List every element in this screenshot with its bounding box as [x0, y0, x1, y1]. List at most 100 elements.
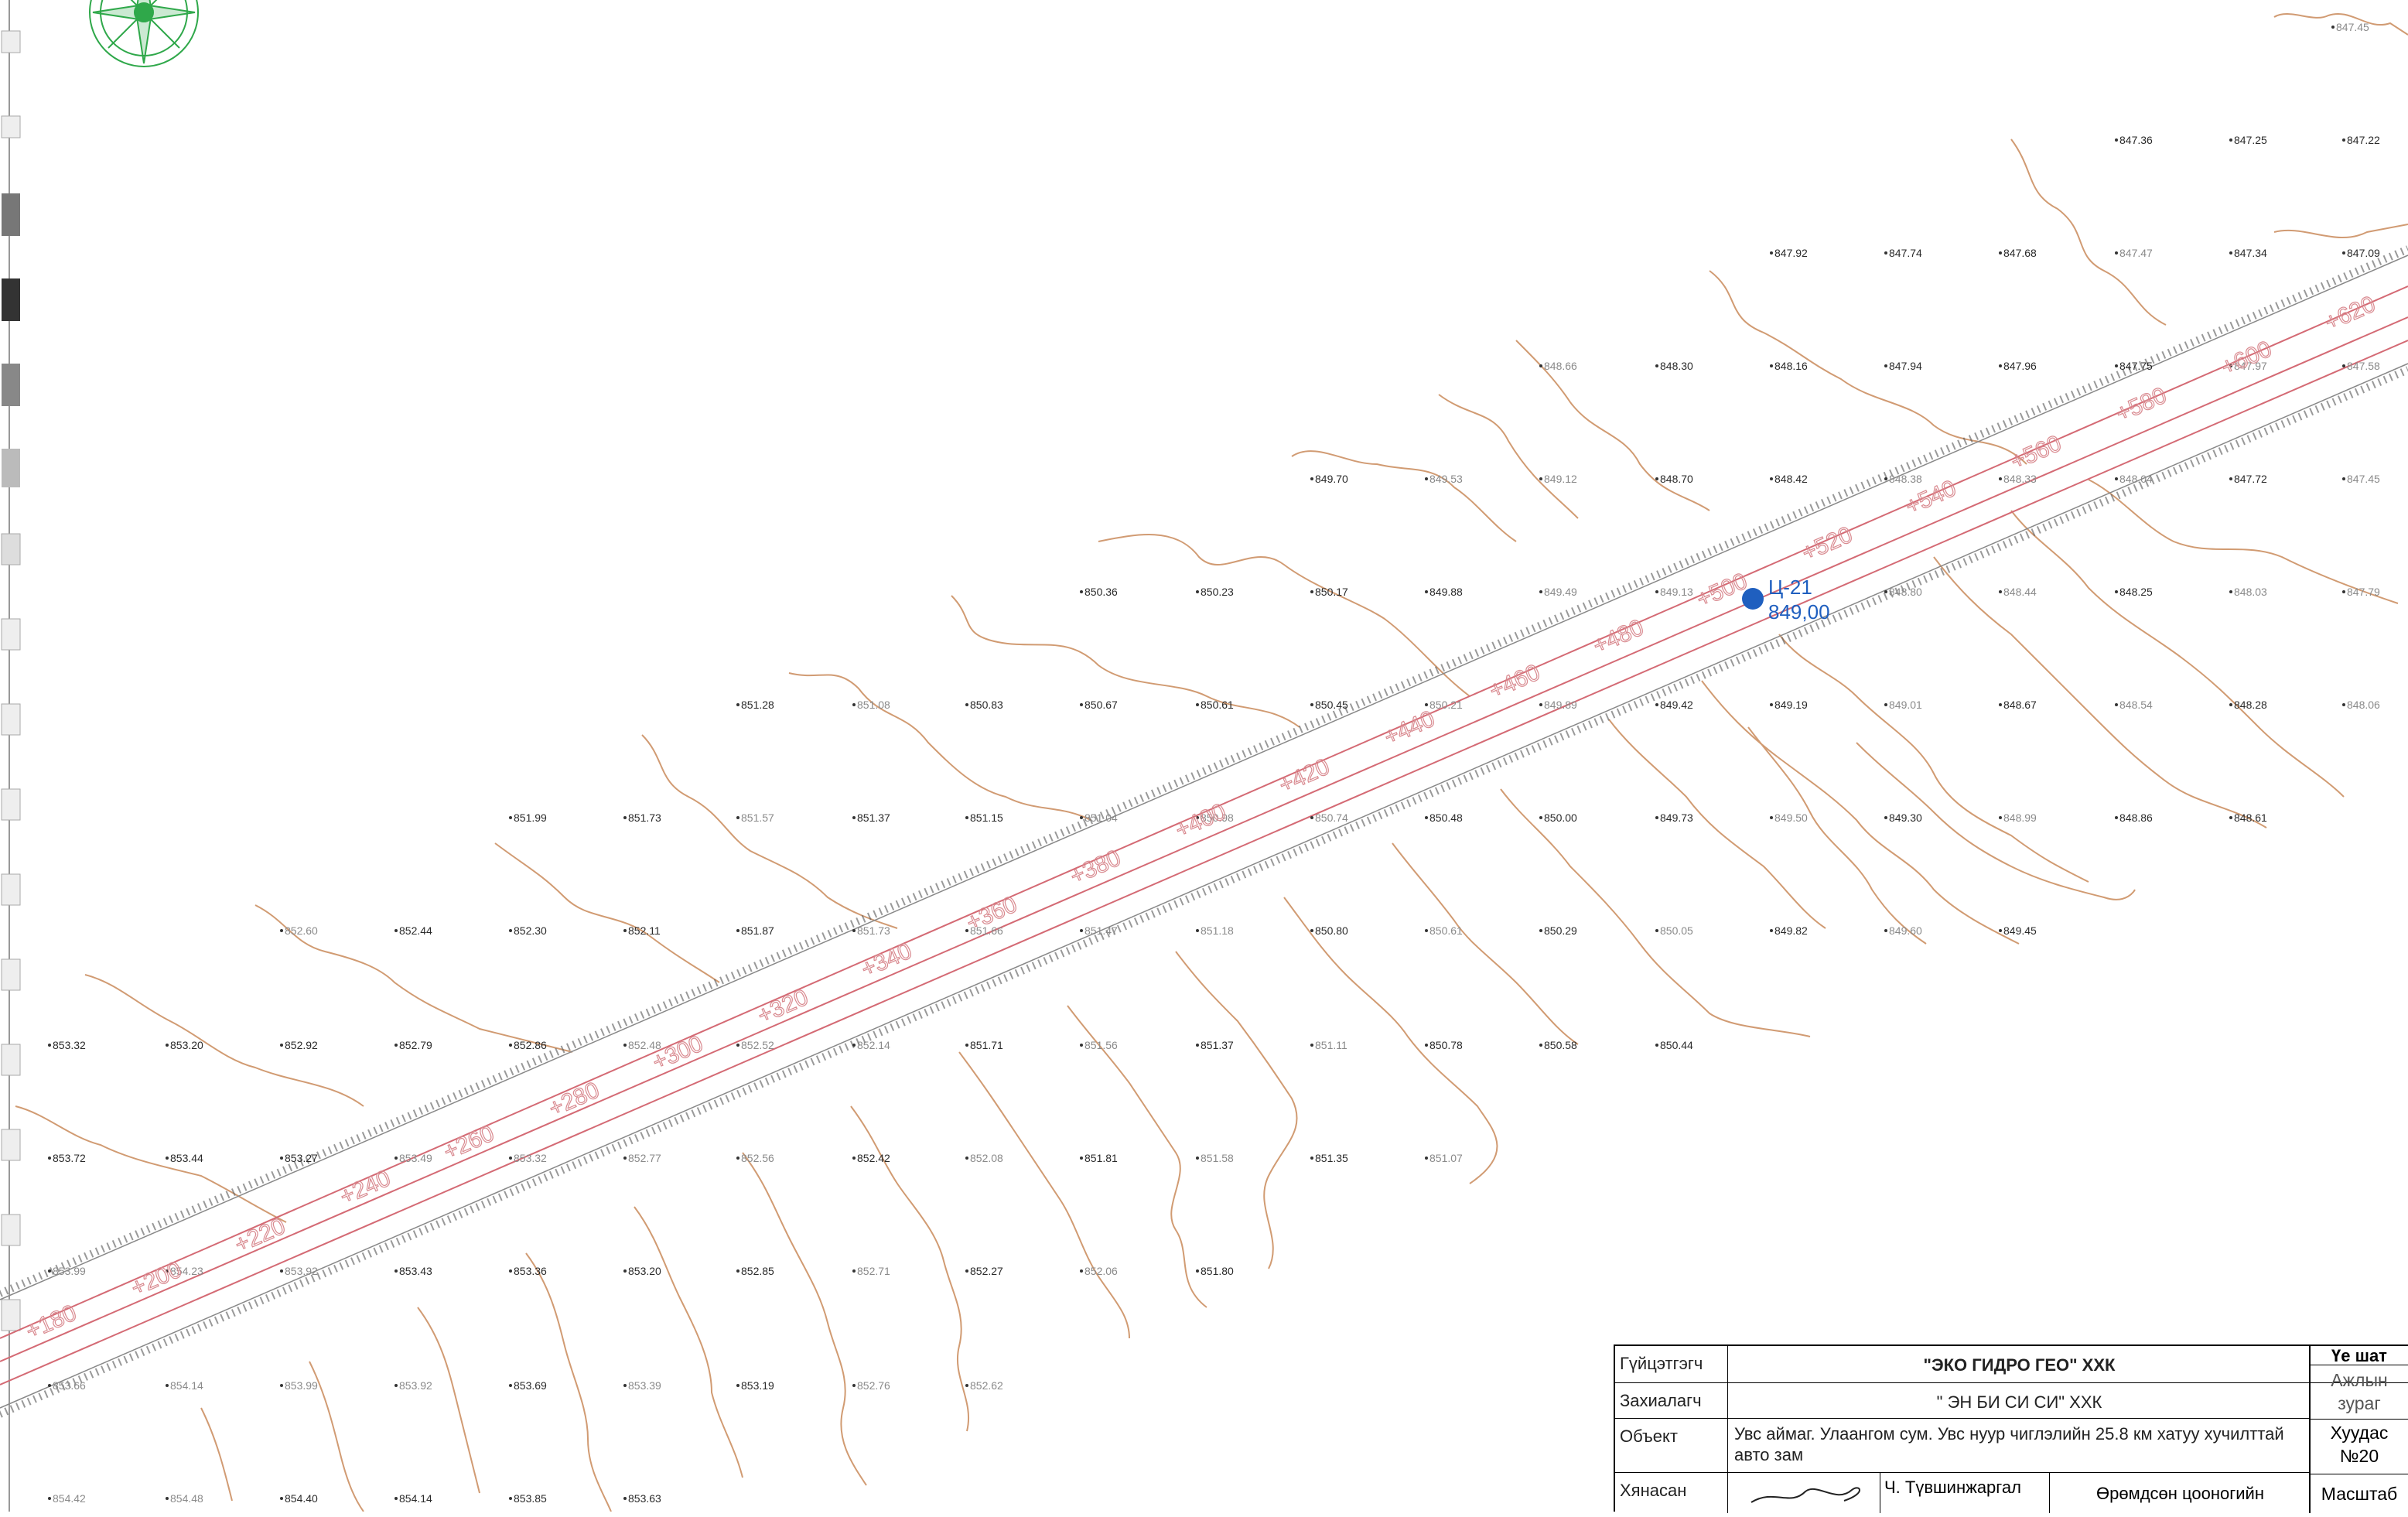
spot-height-dot	[1196, 1157, 1199, 1160]
spot-height-dot	[1999, 703, 2002, 706]
spot-height-label: 853.99	[53, 1265, 86, 1277]
spot-height-label: 849.12	[1544, 473, 1577, 485]
spot-height-label: 847.25	[2234, 134, 2267, 146]
title-block-right-column: Үе шат Ажлын зураг Хуудас №20 Масштаб	[2309, 1346, 2408, 1513]
spot-height-label: 847.74	[1889, 247, 1922, 259]
title-block-contractor-row: Гүйцэтгэгч "ЭКО ГИДРО ГЕО" ХХК	[1615, 1346, 2408, 1383]
spot-height-dot	[1655, 816, 1658, 819]
spot-height-label: 847.97	[2234, 360, 2267, 372]
chainage-label: +280	[545, 1078, 603, 1122]
chainage-label: +480	[1590, 615, 1648, 659]
spot-height-label: 853.32	[514, 1152, 547, 1164]
spot-height-dot	[2115, 364, 2118, 367]
spot-height-label: 850.67	[1084, 699, 1118, 711]
spot-height-dot	[1655, 364, 1658, 367]
spot-height-label: 852.27	[970, 1265, 1003, 1277]
spot-height-label: 848.06	[2347, 699, 2380, 711]
spot-height-dot	[1655, 590, 1658, 593]
spot-height-dot	[1884, 590, 1887, 593]
spot-height-label: 848.99	[2003, 811, 2037, 824]
spot-height-label: 852.85	[741, 1265, 774, 1277]
scale-label: Масштаб	[2321, 1484, 2398, 1504]
spot-height-label: 852.52	[741, 1039, 774, 1051]
spot-height-label: 847.47	[2119, 247, 2153, 259]
spot-height-label: 852.48	[628, 1039, 661, 1051]
spot-height-label: 849.19	[1774, 699, 1808, 711]
benchmark-marker: Ц-21 849,00	[1742, 576, 1830, 624]
spot-height-label: 853.44	[170, 1152, 203, 1164]
spot-height-label: 850.78	[1429, 1039, 1463, 1051]
spot-height-label: 853.20	[628, 1265, 661, 1277]
spot-height-label: 852.30	[514, 924, 547, 937]
spot-height-dot	[2342, 138, 2345, 142]
spot-height-dot	[166, 1384, 169, 1387]
spot-height-label: 854.23	[170, 1265, 203, 1277]
spot-height-label: 849.42	[1660, 699, 1693, 711]
spot-height-label: 853.85	[514, 1492, 547, 1505]
spot-height-dot	[623, 1157, 627, 1160]
spot-height-label: 853.92	[399, 1379, 432, 1392]
contractor-value: "ЭКО ГИДРО ГЕО" ХХК	[1923, 1355, 2116, 1375]
title-block: Гүйцэтгэгч "ЭКО ГИДРО ГЕО" ХХК Захиалагч…	[1614, 1344, 2408, 1513]
spot-height-dot	[2115, 816, 2118, 819]
spot-height-dot	[623, 1269, 627, 1273]
chainage-label: +400	[1172, 799, 1230, 843]
spot-height-dot	[2115, 138, 2118, 142]
spot-height-dot	[395, 1044, 398, 1047]
object-value: Увс аймаг. Улаангом сум. Увс нуур чиглэл…	[1734, 1424, 2284, 1464]
spot-height-dot	[280, 1157, 283, 1160]
spot-height-label: 851.80	[1201, 1265, 1234, 1277]
spot-height-label: 853.92	[285, 1265, 318, 1277]
spot-height-dot	[2331, 26, 2335, 29]
spot-height-label: 853.39	[628, 1379, 661, 1392]
spot-height-label: 851.18	[1201, 924, 1234, 937]
spot-height-label: 847.36	[2119, 134, 2153, 146]
spot-height-dot	[1770, 364, 1773, 367]
spot-height-label: 850.29	[1544, 924, 1577, 937]
spot-height-dot	[965, 1269, 968, 1273]
spot-height-label: 847.45	[2347, 473, 2380, 485]
spot-height-label: 851.15	[970, 811, 1003, 824]
stage-label: Үе шат	[2311, 1346, 2408, 1365]
spot-height-label: 852.92	[285, 1039, 318, 1051]
spot-height-dot	[1196, 816, 1199, 819]
drawing-title: Өрөмдсөн цооногийн	[2095, 1484, 2264, 1503]
spot-height-dot	[623, 929, 627, 932]
spot-height-dot	[1310, 477, 1313, 480]
spot-height-label: 851.58	[1201, 1152, 1234, 1164]
spot-height-dot	[1080, 1157, 1083, 1160]
spot-height-dot	[1770, 251, 1773, 255]
spot-height-dot	[1539, 590, 1542, 593]
spot-height-label: 851.11	[1315, 1039, 1347, 1051]
spot-height-dot	[509, 1157, 512, 1160]
chainage-label: +340	[858, 938, 916, 982]
sheet-label: Хуудас	[2330, 1423, 2389, 1443]
spot-height-label: 852.76	[857, 1379, 890, 1392]
spot-height-label: 853.49	[399, 1152, 432, 1164]
spot-height-label: 847.68	[2003, 247, 2037, 259]
spot-height-dot	[1310, 816, 1313, 819]
chainage-label: +560	[2007, 431, 2065, 475]
spot-height-dot	[280, 1384, 283, 1387]
spot-height-label: 847.72	[2234, 473, 2267, 485]
spot-height-dot	[48, 1497, 51, 1500]
sheet-value: №20	[2311, 1446, 2408, 1474]
spot-height-label: 854.14	[170, 1379, 203, 1392]
spot-height-dot	[1425, 929, 1428, 932]
spot-height-dot	[1539, 1044, 1542, 1047]
spot-height-label: 848.30	[1660, 360, 1693, 372]
spot-height-label: 853.66	[53, 1379, 86, 1392]
spot-height-dot	[2342, 703, 2345, 706]
spot-height-label: 848.66	[1544, 360, 1577, 372]
spot-height-label: 850.17	[1315, 586, 1348, 598]
spot-height-label: 853.19	[741, 1379, 774, 1392]
spot-height-dot	[1080, 590, 1083, 593]
spot-height-label: 852.42	[857, 1152, 890, 1164]
spot-height-dot	[1770, 703, 1773, 706]
spot-height-dot	[1539, 816, 1542, 819]
spot-height-label: 852.56	[741, 1152, 774, 1164]
spot-height-dot	[1539, 703, 1542, 706]
spot-height-label: 847.09	[2347, 247, 2380, 259]
spot-height-label: 851.71	[970, 1039, 1003, 1051]
spot-height-label: 853.99	[285, 1379, 318, 1392]
